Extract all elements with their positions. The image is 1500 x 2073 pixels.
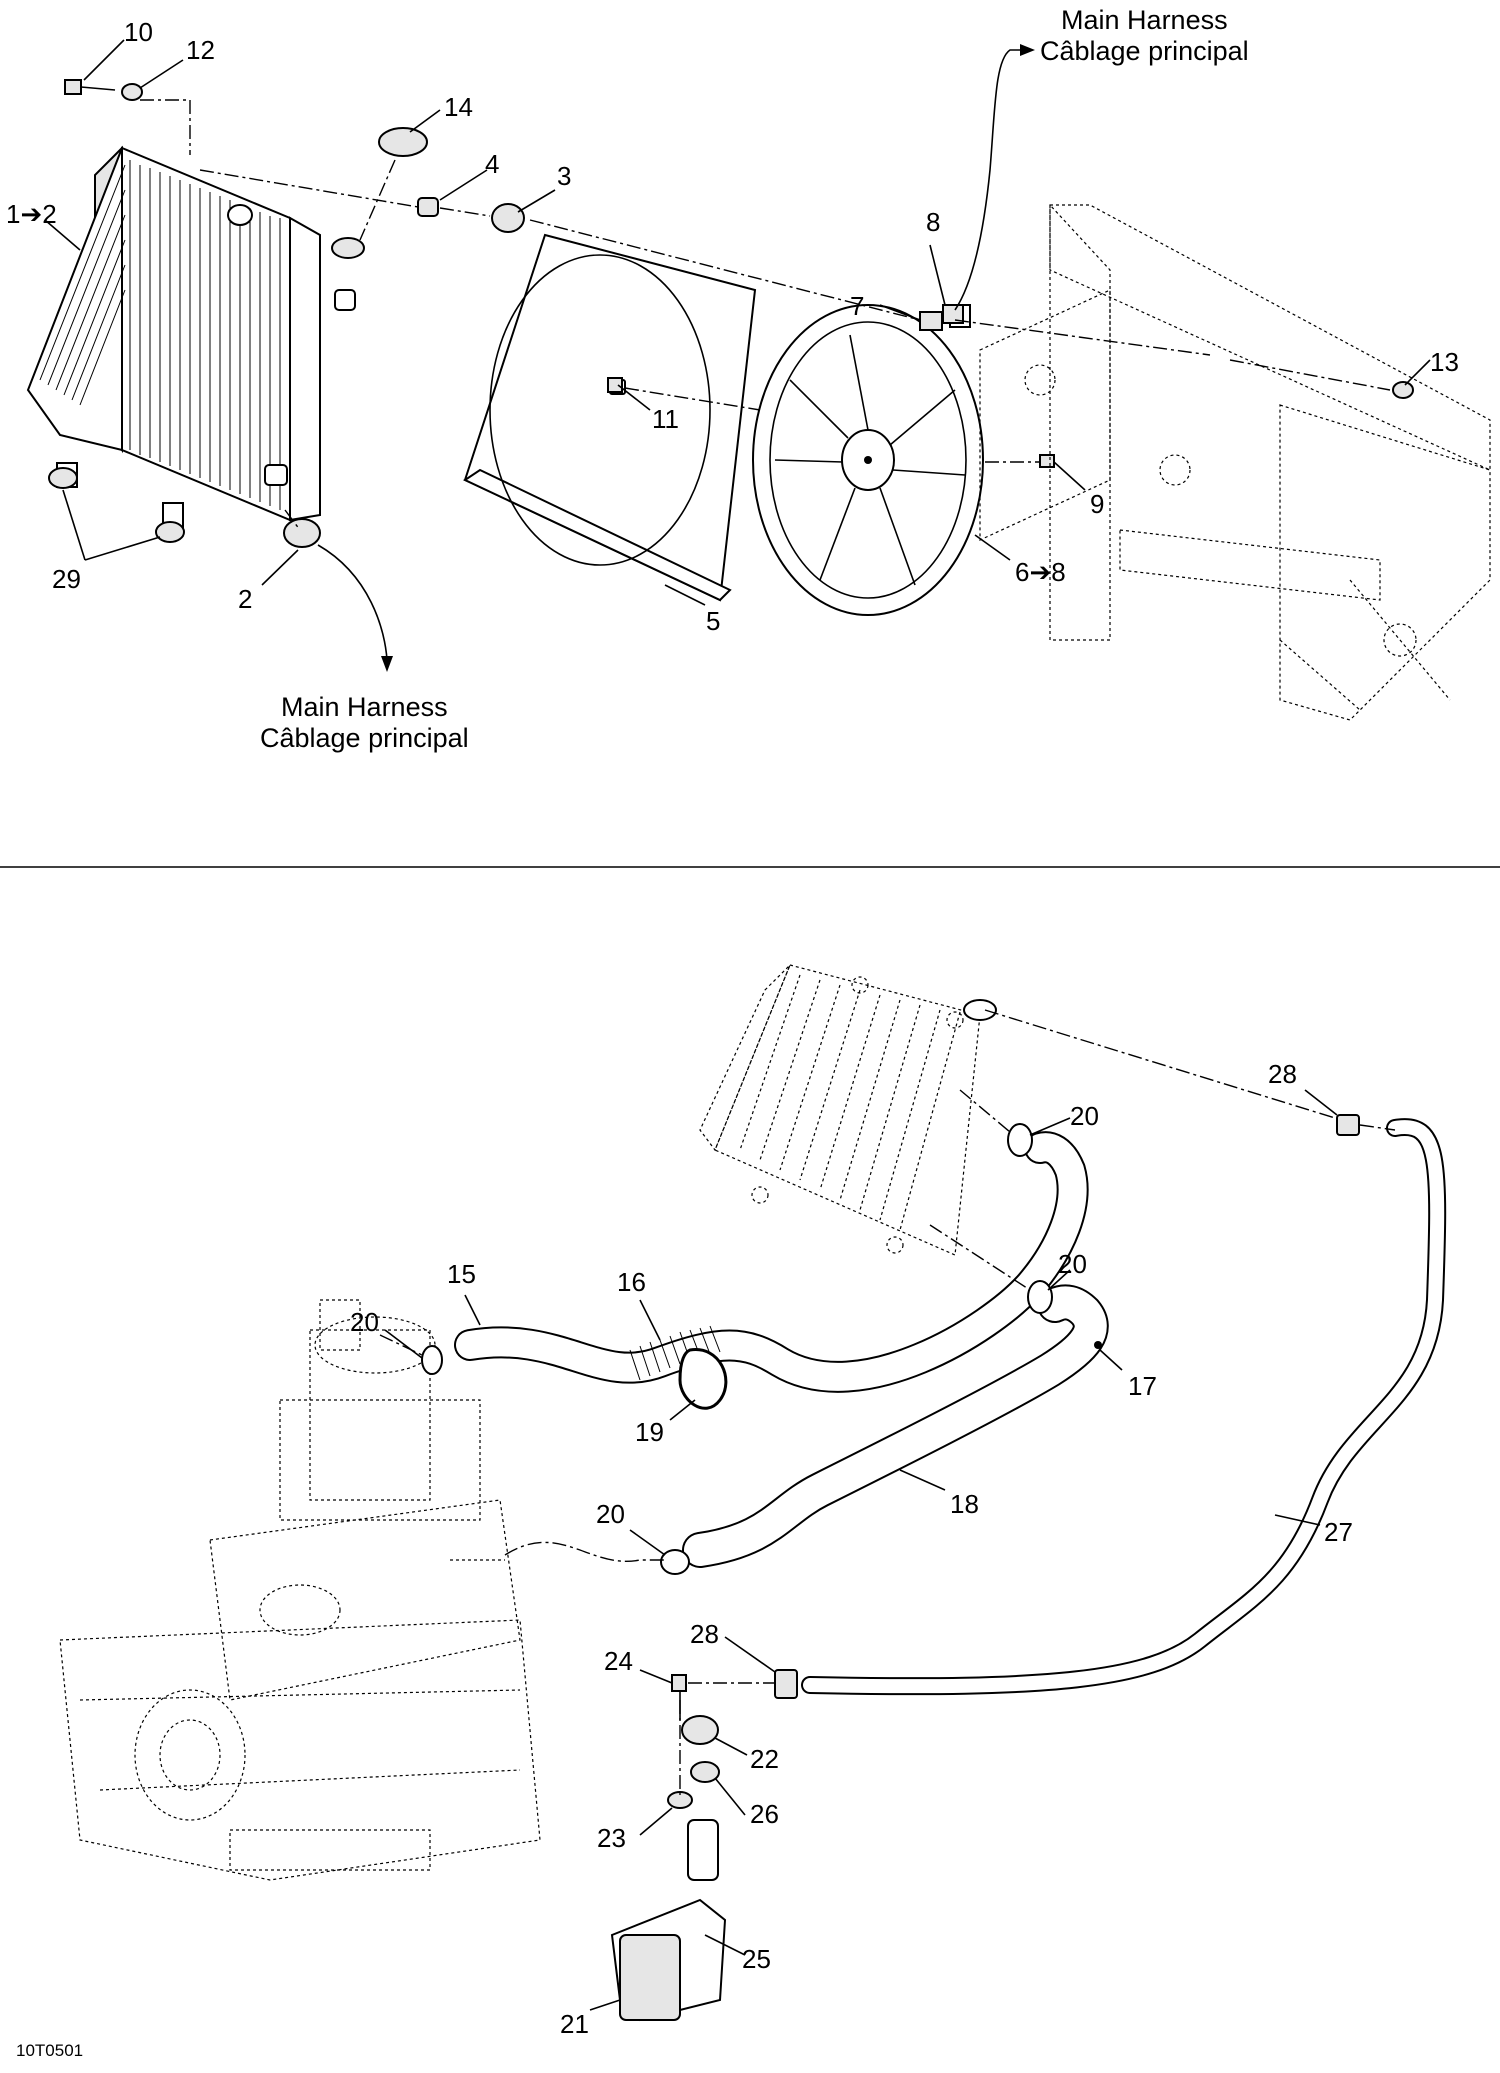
bushing-4 xyxy=(417,197,439,217)
part-label-17: 17 xyxy=(1128,1371,1157,1401)
part-label-16: 16 xyxy=(617,1267,646,1297)
cooling-fan-6 xyxy=(752,304,984,616)
clamp-20d xyxy=(660,1549,690,1575)
clamp-20c xyxy=(421,1345,443,1375)
part-label-21: 21 xyxy=(560,2009,589,2039)
cap-22 xyxy=(681,1715,719,1745)
leader-lines-bottom xyxy=(384,1089,1338,2011)
assembly-lines-top xyxy=(140,99,1391,531)
part-label-28b: 28 xyxy=(690,1619,719,1649)
gasket-19 xyxy=(678,1348,728,1410)
cap-14 xyxy=(378,127,428,157)
reservoir-21 xyxy=(610,1819,727,2022)
part-label-5: 5 xyxy=(706,606,721,636)
grommet-29b xyxy=(155,521,185,543)
fan-shroud-5 xyxy=(462,233,757,602)
part-label-20a: 20 xyxy=(1070,1101,1099,1131)
clamp-28b xyxy=(774,1669,798,1699)
connector-7-8 xyxy=(919,304,964,331)
figure-code: 10T0501 xyxy=(16,2041,84,2060)
grommet-2 xyxy=(283,518,321,548)
part-label-20d: 20 xyxy=(596,1499,625,1529)
assembly-lines-bottom xyxy=(379,1009,1396,1795)
harness-label-bottom: Main Harness Câblage principal xyxy=(260,692,469,754)
marker-17 xyxy=(1094,1341,1102,1349)
part-label-6-8: 6➔8 xyxy=(1015,557,1066,587)
part-label-20b: 20 xyxy=(1058,1249,1087,1279)
bolt-10 xyxy=(64,79,116,95)
part-label-29: 29 xyxy=(52,564,81,594)
part-label-7: 7 xyxy=(850,291,865,321)
wire-top-harness xyxy=(954,44,1035,311)
engine xyxy=(59,1299,541,1881)
part-label-3: 3 xyxy=(557,161,572,191)
hose-17-18 xyxy=(682,1284,1109,1568)
part-label-26: 26 xyxy=(750,1799,779,1829)
part-label-9: 9 xyxy=(1090,489,1105,519)
part-label-11: 11 xyxy=(652,404,679,434)
screw-9 xyxy=(1039,454,1055,468)
radiator-bottom xyxy=(699,964,981,1256)
part-label-10: 10 xyxy=(124,17,153,47)
part-label-27: 27 xyxy=(1324,1517,1353,1547)
part-label-14: 14 xyxy=(444,92,473,122)
clamp-20a xyxy=(1007,1123,1033,1157)
part-label-28a: 28 xyxy=(1268,1059,1297,1089)
vehicle-frame xyxy=(979,203,1491,721)
harness-top-fr: Câblage principal xyxy=(1040,36,1249,66)
part-label-18: 18 xyxy=(950,1489,979,1519)
part-label-4: 4 xyxy=(485,149,500,179)
part-label-1-2: 1➔2 xyxy=(6,199,57,229)
part-label-19: 19 xyxy=(635,1417,664,1447)
seal-26 xyxy=(690,1761,720,1783)
part-label-8: 8 xyxy=(926,207,941,237)
hose-15-16 xyxy=(454,1131,1089,1393)
wire-bottom-harness xyxy=(317,544,393,672)
nut-13 xyxy=(1392,381,1414,399)
clamp-20b xyxy=(1027,1280,1053,1314)
part-label-2: 2 xyxy=(238,584,253,614)
part-label-20c: 20 xyxy=(350,1307,379,1337)
harness-label-top: Main Harness Câblage principal xyxy=(1040,5,1249,67)
part-label-24: 24 xyxy=(604,1646,633,1676)
leader-lines-top xyxy=(44,39,1431,606)
harness-bottom-en: Main Harness xyxy=(281,692,448,722)
part-label-22: 22 xyxy=(750,1744,779,1774)
part-label-13: 13 xyxy=(1430,347,1459,377)
cap-bottom xyxy=(963,999,997,1021)
clip-11 xyxy=(607,377,623,393)
washer-12 xyxy=(121,83,143,101)
harness-top-en: Main Harness xyxy=(1061,5,1228,35)
part-label-23: 23 xyxy=(597,1823,626,1853)
overflow-hose-27 xyxy=(801,1118,1447,1696)
ring-23 xyxy=(667,1791,693,1809)
radiator-top xyxy=(26,145,365,528)
grommet-29a xyxy=(48,467,78,489)
part-label-25: 25 xyxy=(742,1944,771,1974)
grommet-3 xyxy=(491,203,525,233)
harness-bottom-fr: Câblage principal xyxy=(260,723,469,753)
fitting-24 xyxy=(671,1674,687,1692)
part-label-12: 12 xyxy=(186,35,215,65)
part-label-15: 15 xyxy=(447,1259,476,1289)
clamp-28a xyxy=(1336,1114,1360,1136)
